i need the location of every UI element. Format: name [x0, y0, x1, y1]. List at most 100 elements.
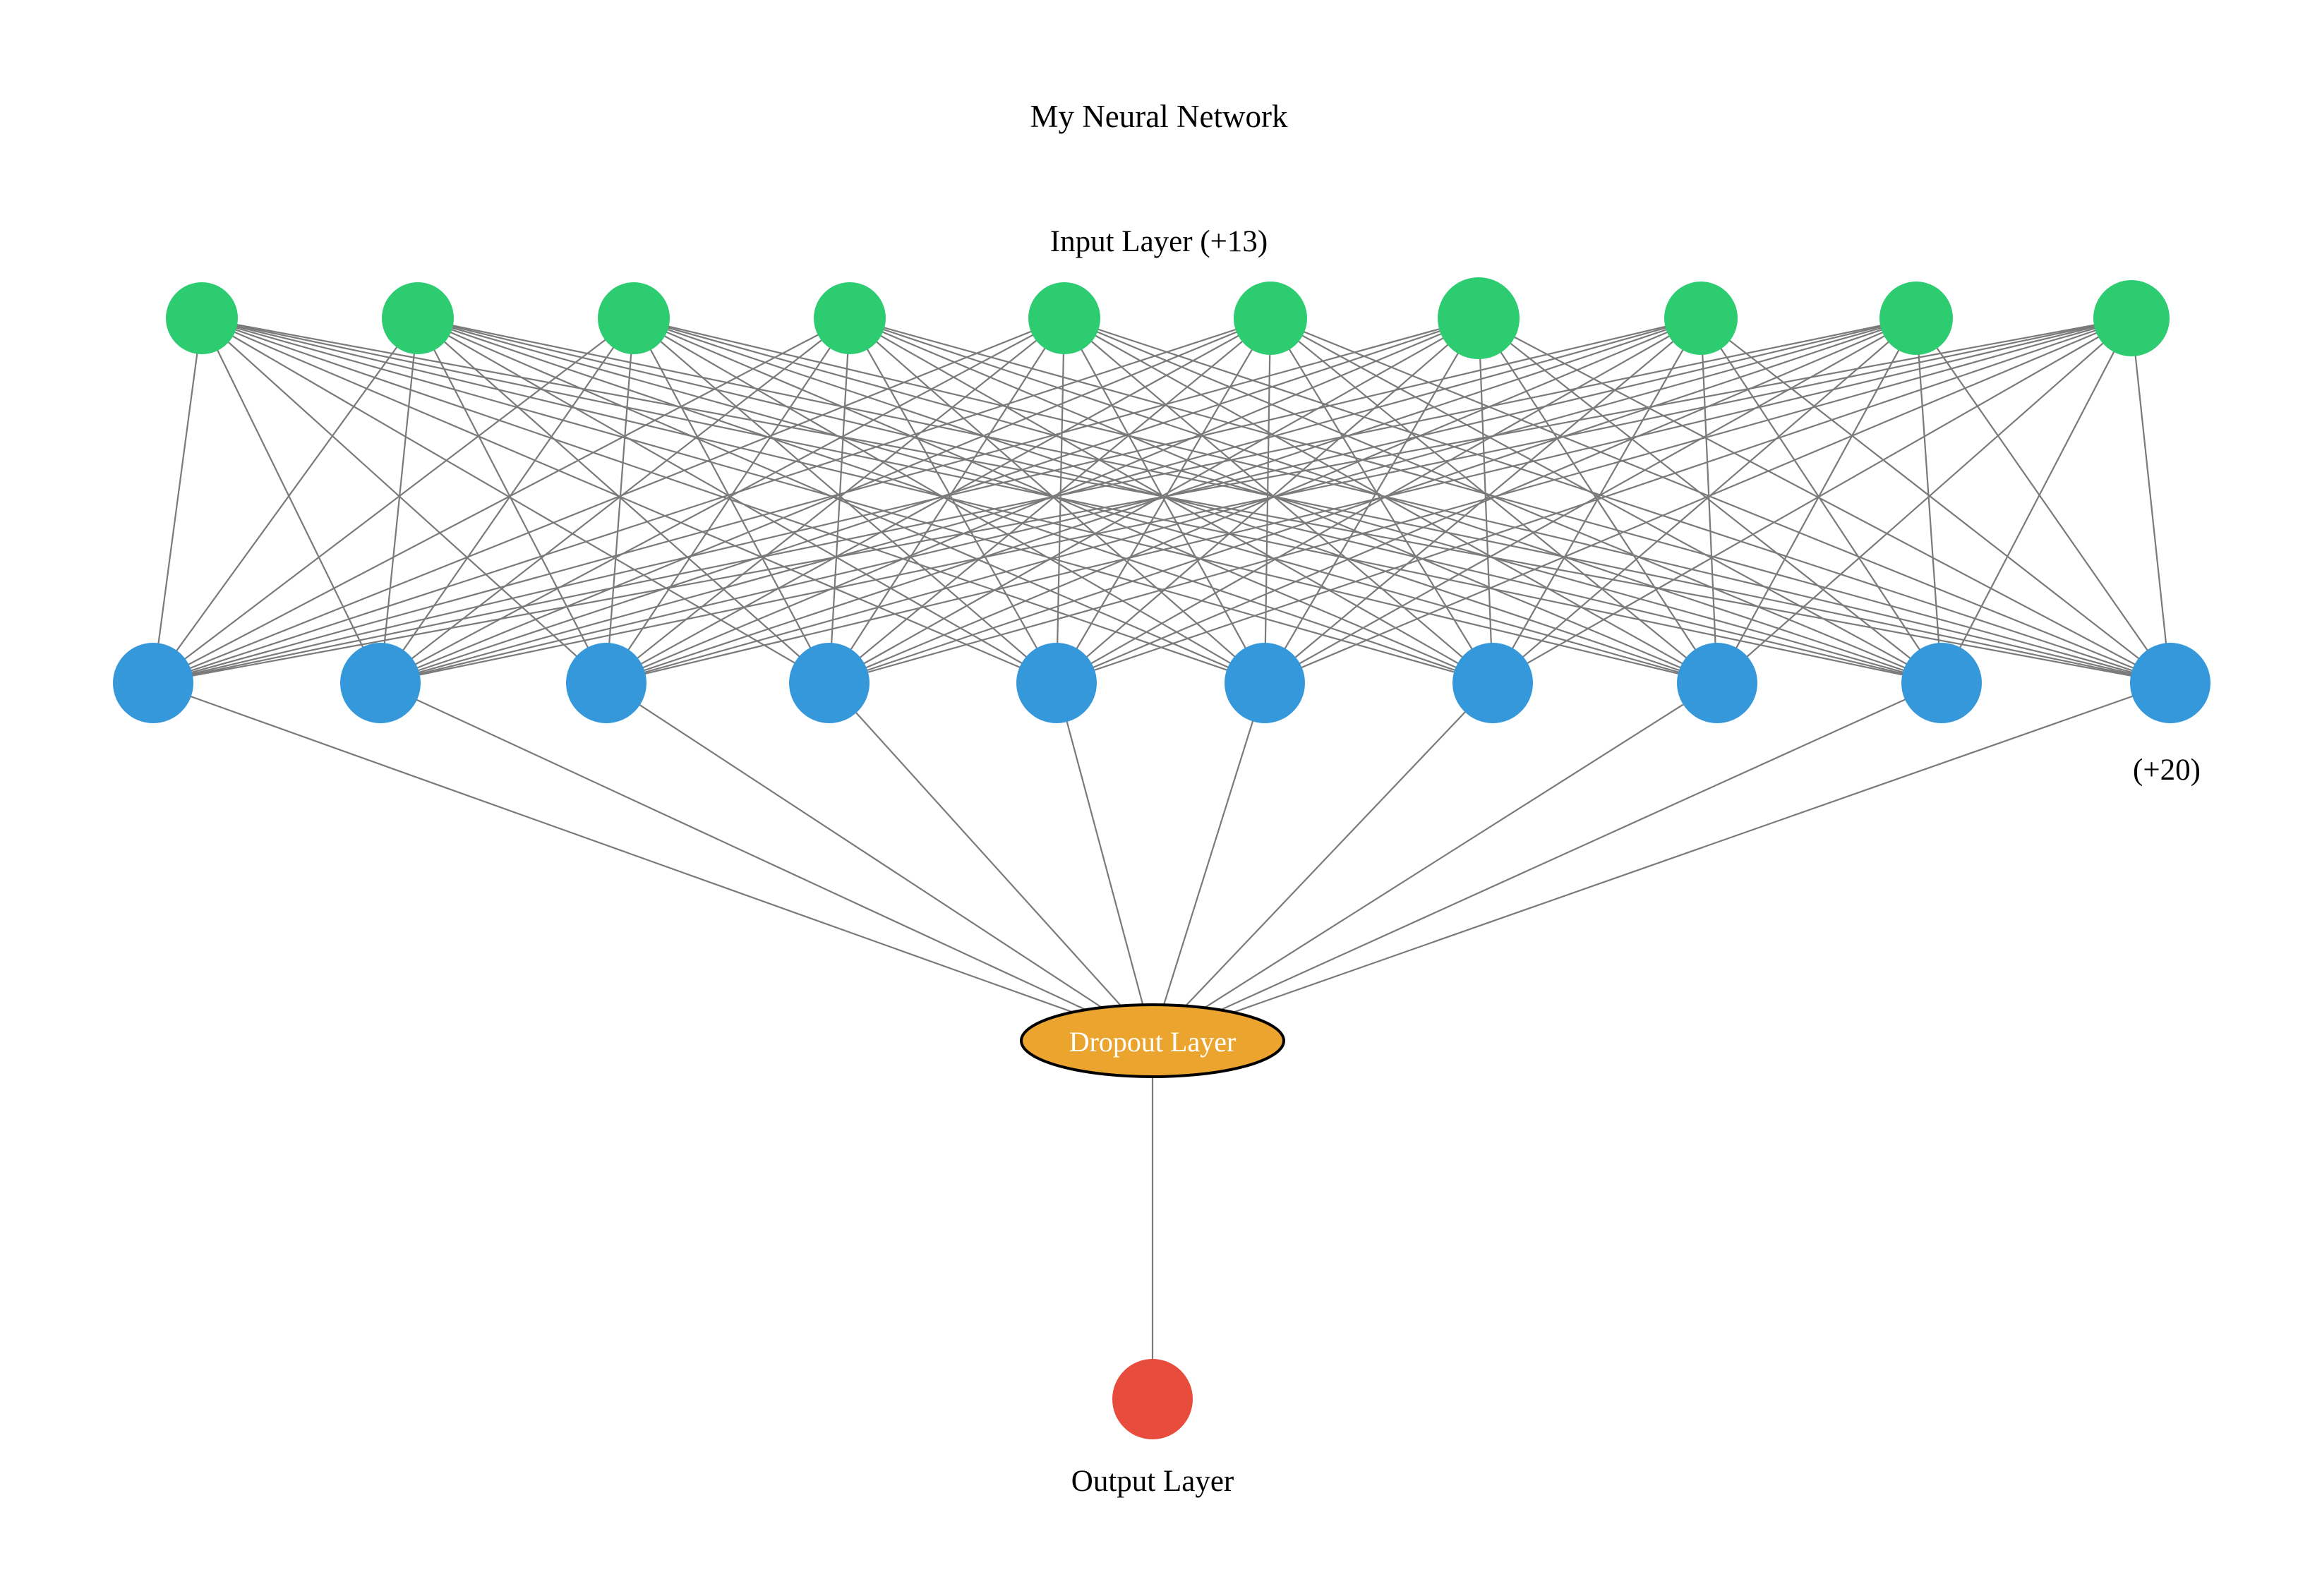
- edge-input-hidden: [152, 318, 850, 684]
- edge-input-hidden: [201, 317, 2171, 684]
- input-node-6: [1234, 282, 1307, 355]
- edge-input-hidden: [201, 317, 1493, 684]
- edge-input-hidden: [152, 318, 203, 684]
- hidden-node-4: [789, 643, 870, 723]
- edge-hidden-dropout: [1152, 682, 1493, 1041]
- edge-input-hidden: [1492, 318, 1917, 684]
- edge-input-hidden: [1492, 318, 1702, 684]
- edge-input-hidden: [829, 317, 2132, 684]
- edge-input-hidden: [1270, 317, 2171, 684]
- edge-input-hidden: [1478, 318, 1718, 684]
- edge-input-hidden: [829, 317, 1917, 684]
- output-node-1: [1112, 1359, 1193, 1439]
- edge-input-hidden: [1270, 318, 1942, 684]
- edge-input-hidden: [1270, 318, 1493, 684]
- edge-input-hidden: [417, 317, 2171, 684]
- nodes-layer: [113, 277, 2210, 1439]
- edge-input-hidden: [606, 318, 1065, 684]
- edge-input-hidden: [152, 317, 1479, 684]
- edge-input-hidden: [849, 318, 1493, 684]
- edge-input-hidden: [380, 317, 2132, 684]
- edge-input-hidden: [201, 318, 830, 684]
- edge-input-hidden: [1700, 318, 1942, 684]
- edge-input-hidden: [417, 317, 1265, 684]
- input-node-3: [598, 282, 670, 354]
- edge-input-hidden: [1716, 318, 1917, 684]
- input-layer-label: Input Layer (+13): [1050, 225, 1268, 258]
- output-layer-label: Output Layer: [1071, 1465, 1234, 1498]
- edge-hidden-dropout: [152, 682, 1153, 1042]
- edge-input-hidden: [1056, 318, 1271, 684]
- edge-input-hidden: [849, 317, 1942, 684]
- edge-input-hidden: [606, 317, 1702, 684]
- edge-input-hidden: [849, 317, 2171, 684]
- edge-input-hidden: [152, 317, 1065, 684]
- edge-input-hidden: [633, 317, 1493, 684]
- input-node-7: [1438, 277, 1520, 359]
- hidden-layer-truncation-label: (+20): [2133, 754, 2201, 787]
- edge-input-hidden: [633, 318, 1057, 684]
- edge-hidden-dropout: [606, 682, 1153, 1041]
- input-node-2: [382, 282, 454, 354]
- edge-input-hidden: [829, 317, 1702, 684]
- hidden-node-2: [340, 643, 421, 723]
- input-node-4: [814, 282, 886, 354]
- edge-input-hidden: [417, 317, 1718, 684]
- edge-input-hidden: [380, 318, 850, 684]
- edge-input-hidden: [380, 317, 1917, 684]
- edge-input-hidden: [1478, 318, 2171, 684]
- edge-input-hidden: [380, 318, 1065, 684]
- input-node-10: [2093, 280, 2170, 356]
- edge-input-hidden: [828, 318, 851, 684]
- edge-input-hidden: [1064, 318, 1493, 684]
- input-node-5: [1028, 282, 1100, 354]
- edge-input-hidden: [201, 317, 1057, 684]
- edge-input-hidden: [152, 317, 1271, 684]
- edge-input-hidden: [1700, 318, 2171, 684]
- edge-input-hidden: [201, 317, 1942, 684]
- input-node-1: [166, 282, 238, 354]
- edge-input-hidden: [417, 317, 1493, 684]
- hidden-node-10: [2130, 643, 2210, 723]
- edge-input-hidden: [379, 318, 419, 684]
- edge-input-hidden: [606, 318, 1271, 684]
- edge-input-hidden: [201, 318, 381, 684]
- edge-input-hidden: [606, 317, 2132, 684]
- edge-input-hidden: [1941, 318, 2132, 684]
- edge-input-hidden: [633, 317, 1942, 684]
- hidden-node-3: [566, 643, 646, 723]
- edge-hidden-dropout: [1151, 682, 1266, 1041]
- edge-input-hidden: [201, 318, 607, 684]
- edge-input-hidden: [1056, 317, 1917, 684]
- edge-input-hidden: [152, 318, 419, 684]
- edge-input-hidden: [1064, 317, 1942, 684]
- edge-input-hidden: [829, 318, 1271, 684]
- edge-input-hidden: [152, 318, 634, 684]
- edge-input-hidden: [152, 317, 2132, 684]
- edge-input-hidden: [380, 317, 1271, 684]
- edge-input-hidden: [380, 318, 634, 684]
- hidden-node-9: [1901, 643, 1982, 723]
- dropout-layer-label: Dropout Layer: [1069, 1026, 1237, 1058]
- edge-input-hidden: [1700, 318, 1719, 684]
- edge-input-hidden: [606, 317, 1917, 684]
- edge-input-hidden: [633, 318, 830, 684]
- edge-hidden-dropout: [1152, 682, 1718, 1041]
- diagram-title: My Neural Network: [1030, 99, 1288, 134]
- edge-input-hidden: [1716, 318, 2132, 684]
- edge-input-hidden: [849, 318, 1265, 684]
- edge-input-hidden: [1915, 318, 1943, 684]
- edge-input-hidden: [1056, 318, 1479, 684]
- dropout-layer-node: [1020, 1003, 1285, 1078]
- edge-input-hidden: [380, 317, 1702, 684]
- edge-input-hidden: [1056, 317, 2132, 684]
- input-node-8: [1664, 282, 1738, 355]
- edge-input-hidden: [152, 317, 1917, 684]
- edges-layer: [152, 317, 2172, 1399]
- edge-input-hidden: [1270, 318, 1718, 684]
- edge-input-hidden: [417, 317, 1942, 684]
- edge-input-hidden: [152, 317, 1702, 684]
- hidden-node-8: [1677, 643, 1757, 723]
- edge-hidden-dropout: [829, 682, 1153, 1041]
